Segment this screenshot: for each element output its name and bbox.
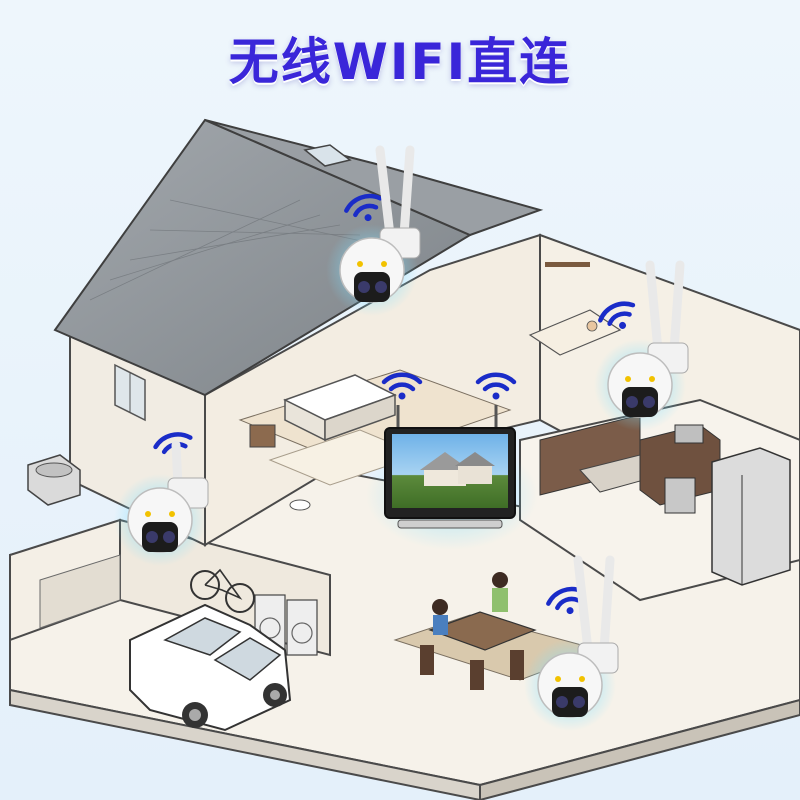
wifi-signal-icon (475, 372, 517, 400)
headline-title: 无线WIFI直连 (228, 33, 572, 91)
ac-unit (27, 454, 81, 506)
bicycle-illustration (190, 568, 255, 613)
ptz-camera-icon (326, 145, 421, 316)
upstairs-bedroom (528, 262, 622, 356)
wifi-signal-icon (344, 193, 383, 222)
nvr-monitor-icon (366, 405, 538, 550)
ptz-camera-icon (524, 555, 619, 731)
wifi-signal-icon (598, 301, 636, 329)
kitchen (539, 414, 791, 586)
car-illustration (129, 603, 292, 732)
laundry-area (254, 594, 318, 656)
wifi-signal-icon (381, 372, 423, 400)
ptz-camera-icon (594, 260, 689, 431)
ptz-camera-icon (114, 440, 209, 566)
